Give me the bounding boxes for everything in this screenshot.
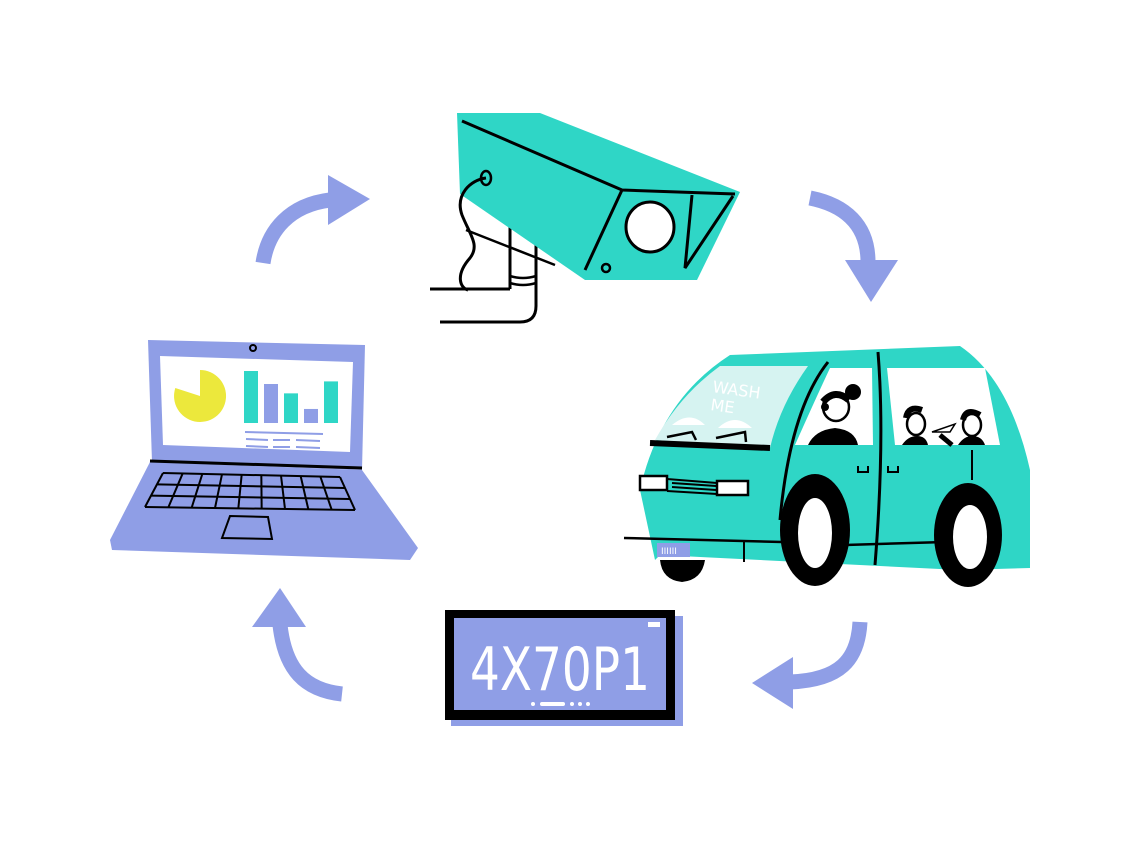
kid-body xyxy=(902,436,928,445)
car-headlight-left xyxy=(638,474,669,492)
keyboard-column-line xyxy=(280,475,286,510)
car-door-handles xyxy=(857,466,899,473)
chart-bar xyxy=(284,393,298,423)
passenger-kid-right xyxy=(931,408,985,447)
laptop-base xyxy=(110,462,418,560)
car-sill-line xyxy=(844,540,946,547)
plate-dots xyxy=(531,702,590,706)
car-front-plate xyxy=(657,543,690,557)
plate-background xyxy=(454,618,666,710)
kid-head xyxy=(905,411,927,437)
camera-lens xyxy=(624,200,676,254)
kid-hair xyxy=(903,405,924,419)
camera-mount-arm xyxy=(440,240,538,324)
keyboard-column-line xyxy=(237,474,243,509)
keyboard-column-line xyxy=(214,474,223,509)
arrow-laptop-to-camera xyxy=(255,175,370,265)
arrow-head xyxy=(752,657,793,709)
text-line xyxy=(245,438,321,442)
arrow-shaft xyxy=(255,192,332,265)
car-hood-line xyxy=(649,440,771,451)
car: WASH ME xyxy=(623,346,1030,587)
camera-edge xyxy=(465,228,556,267)
driver-body xyxy=(808,428,858,445)
laptop xyxy=(110,340,418,560)
laptop-keyboard xyxy=(144,472,356,511)
license-plate: 4X70P1 xyxy=(445,610,683,726)
camera-edge xyxy=(583,189,624,271)
kid-body xyxy=(958,436,985,445)
keyboard-column-line xyxy=(190,473,204,508)
car-front-left-wheel xyxy=(660,560,705,582)
arrow-head xyxy=(328,175,370,225)
car-front-plate-text: IIIIII xyxy=(661,547,677,557)
passenger-kid-left xyxy=(902,405,928,445)
keyboard-row-line xyxy=(156,483,346,489)
car-headlight-right xyxy=(715,479,750,497)
camera-cable xyxy=(458,176,487,292)
car-rear-window xyxy=(887,368,1000,445)
kid-arm xyxy=(938,433,954,447)
bar-chart xyxy=(244,371,338,423)
car-a-pillar xyxy=(778,361,830,521)
toy-airplane-icon xyxy=(931,422,957,433)
driver-sunglasses xyxy=(821,403,829,411)
chart-bar xyxy=(304,408,318,423)
pie-chart xyxy=(174,369,227,422)
arrow-shaft xyxy=(272,624,344,702)
keyboard-column-line xyxy=(167,473,184,508)
arrow-head xyxy=(845,260,898,302)
camera-mount-ring xyxy=(509,274,537,287)
plate-number: 4X70P1 xyxy=(470,635,650,705)
car-windshield xyxy=(655,366,808,448)
windshield-wiped-area xyxy=(672,417,752,428)
laptop-webcam xyxy=(249,344,257,352)
camera-hood xyxy=(683,194,735,269)
arrow-head xyxy=(252,588,306,627)
keyboard-row-line xyxy=(144,506,356,511)
keyboard-column-line xyxy=(144,472,164,508)
plate-dot xyxy=(570,702,574,706)
car-rear-hubcap xyxy=(953,505,987,569)
keyboard-row-line xyxy=(162,472,341,478)
chart-bar xyxy=(264,384,278,423)
laptop-hinge xyxy=(149,459,363,470)
keyboard-column-line xyxy=(339,476,356,511)
report-text-lines xyxy=(244,431,324,449)
text-line xyxy=(244,431,324,435)
car-door-line xyxy=(873,351,883,566)
plate-sticker xyxy=(648,622,660,627)
plate-dash xyxy=(540,702,565,706)
chart-bar xyxy=(244,371,258,423)
windshield-text-me: ME xyxy=(709,395,735,417)
driver xyxy=(808,384,861,445)
car-wipers xyxy=(666,430,748,443)
arrow-car-to-plate xyxy=(752,621,868,709)
arrow-camera-to-car xyxy=(808,190,898,302)
plate-dot xyxy=(586,702,590,706)
arrow-shaft xyxy=(808,190,876,263)
security-camera xyxy=(430,113,740,324)
plate-dot xyxy=(578,702,582,706)
laptop-trackpad xyxy=(220,514,274,541)
car-grille xyxy=(666,478,718,495)
car-bumper-line xyxy=(623,536,783,544)
keyboard-column-line xyxy=(299,475,310,510)
text-line xyxy=(245,445,321,449)
arrow-plate-to-laptop xyxy=(252,588,344,702)
plate-dot xyxy=(531,702,535,706)
arrow-shaft xyxy=(789,621,868,690)
driver-hair xyxy=(820,391,852,405)
camera-indicator-light xyxy=(600,262,612,274)
keyboard-column-line xyxy=(319,476,333,510)
keyboard-row-line xyxy=(150,494,351,500)
car-front-hubcap xyxy=(798,498,832,568)
chart-bar xyxy=(324,381,338,423)
kid-hair xyxy=(960,408,982,421)
